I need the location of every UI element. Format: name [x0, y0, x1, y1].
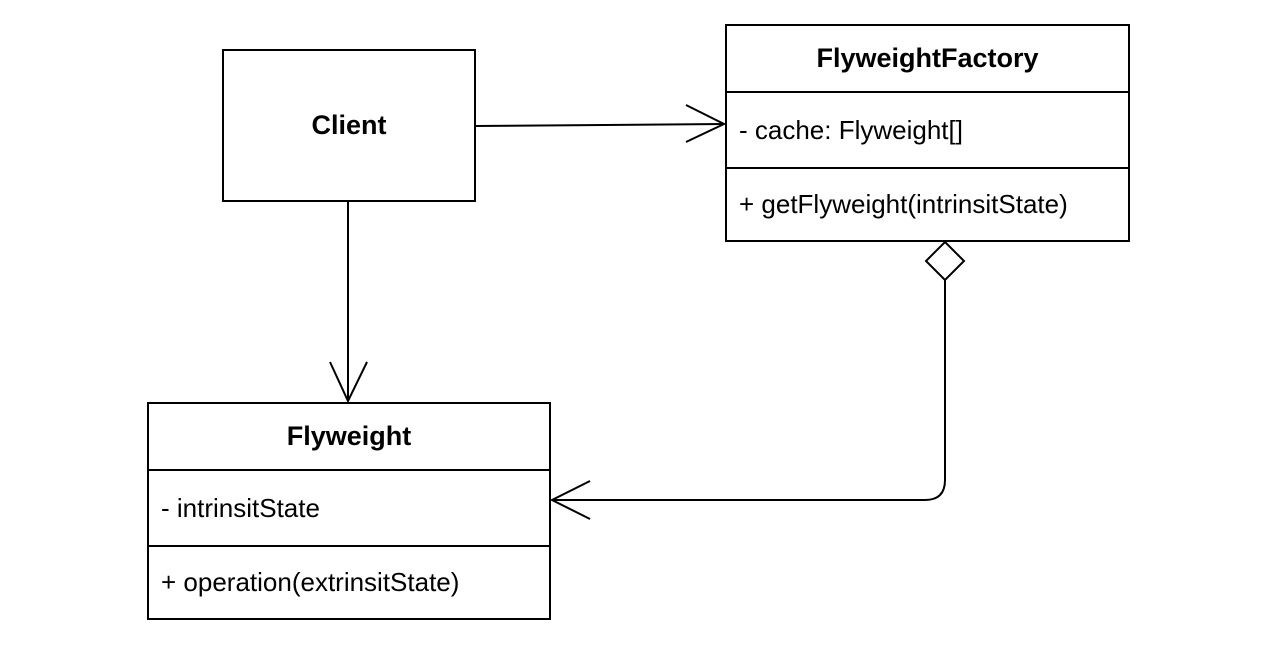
client-class-box[interactable]: Client	[222, 49, 476, 202]
flyweight-factory-class-name: FlyweightFactory	[816, 43, 1039, 73]
client-class-name: Client	[311, 110, 387, 140]
flyweight-factory-method: + getFlyweight(intrinsitState)	[727, 167, 1128, 240]
factory-to-flyweight-arrowhead	[549, 480, 591, 520]
client-to-factory-arrowhead	[685, 104, 727, 143]
client-to-flyweight-arrowhead	[329, 361, 368, 404]
flyweight-factory-attribute: - cache: Flyweight[]	[727, 91, 1128, 167]
flyweight-class-name: Flyweight	[286, 421, 412, 451]
flyweight-method: + operation(extrinsitState)	[149, 545, 549, 618]
flyweight-attribute: - intrinsitState	[149, 469, 549, 545]
client-to-factory-line	[475, 123, 725, 127]
aggregation-diamond	[924, 240, 966, 282]
factory-to-flyweight-line	[552, 280, 946, 501]
flyweight-factory-class-box[interactable]: FlyweightFactory - cache: Flyweight[] + …	[725, 24, 1130, 242]
flyweight-class-box[interactable]: Flyweight - intrinsitState + operation(e…	[147, 402, 551, 620]
